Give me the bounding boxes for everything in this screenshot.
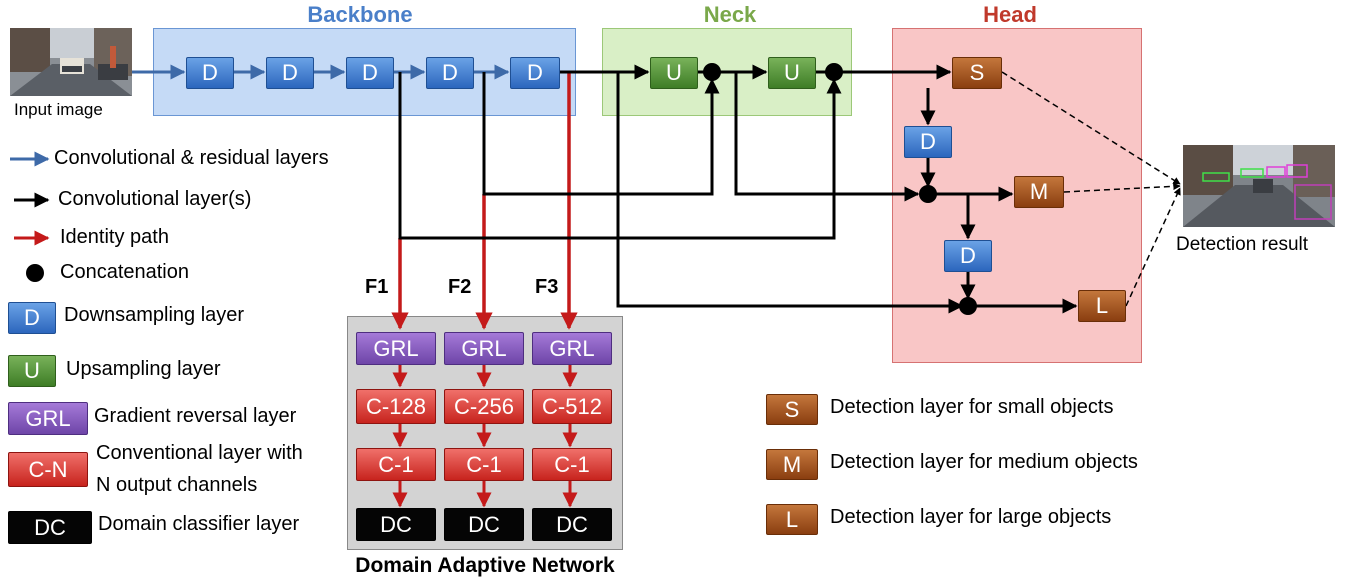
legend-cn-line2: N output channels	[96, 474, 258, 496]
backbone-downsample-4: D	[426, 57, 474, 89]
legend-grl-box: GRL	[8, 402, 88, 435]
dan-title: Domain Adaptive Network	[355, 554, 615, 577]
legend-cn-line1: Conventional layer with	[96, 442, 303, 464]
legend-large-box: L	[766, 504, 818, 535]
grl-3: GRL	[532, 332, 612, 365]
backbone-title: Backbone	[307, 2, 413, 27]
legend-concat: Concatenation	[60, 261, 189, 283]
legend-small-box: S	[766, 394, 818, 425]
backbone-downsample-2: D	[266, 57, 314, 89]
legend-down-box: D	[8, 302, 56, 334]
head-title: Head	[983, 2, 1037, 27]
detection-result-image	[1183, 145, 1335, 227]
head-small-detector: S	[952, 57, 1002, 89]
domain-classifier-2: DC	[444, 508, 524, 541]
input-image-caption: Input image	[14, 100, 103, 119]
legend-dc-box: DC	[8, 511, 92, 544]
grl-2: GRL	[444, 332, 524, 365]
legend-down: Downsampling layer	[64, 304, 245, 326]
legend-small: Detection layer for small objects	[830, 396, 1114, 418]
legend-grl: Gradient reversal layer	[94, 405, 297, 427]
detection-result-caption: Detection result	[1176, 234, 1309, 255]
conv-c1-2: C-1	[444, 448, 524, 481]
conv-c256: C-256	[444, 389, 524, 424]
backbone-downsample-5: D	[510, 57, 560, 89]
head-medium-detector: M	[1014, 176, 1064, 208]
feature-f2: F2	[448, 276, 472, 298]
domain-classifier-1: DC	[356, 508, 436, 541]
conv-c512: C-512	[532, 389, 612, 424]
grl-1: GRL	[356, 332, 436, 365]
legend-cn-box: C-N	[8, 452, 88, 487]
legend-large: Detection layer for large objects	[830, 506, 1112, 528]
neck-upsample-1: U	[650, 57, 698, 89]
neck-title: Neck	[703, 2, 757, 27]
head-downsample-2: D	[944, 240, 992, 272]
legend-dc: Domain classifier layer	[98, 513, 300, 535]
legend-identity: Identity path	[60, 226, 169, 248]
legend-medium: Detection layer for medium objects	[830, 451, 1138, 473]
head-large-detector: L	[1078, 290, 1126, 322]
conv-c1-3: C-1	[532, 448, 612, 481]
input-image	[10, 28, 132, 96]
backbone-downsample-1: D	[186, 57, 234, 89]
conv-c128: C-128	[356, 389, 436, 424]
head-downsample-1: D	[904, 126, 952, 158]
domain-classifier-3: DC	[532, 508, 612, 541]
conv-c1-1: C-1	[356, 448, 436, 481]
legend-medium-box: M	[766, 449, 818, 480]
backbone-downsample-3: D	[346, 57, 394, 89]
legend-up: Upsampling layer	[66, 358, 221, 380]
legend-conv-res: Convolutional & residual layers	[54, 147, 329, 169]
feature-f1: F1	[365, 276, 389, 298]
neck-upsample-2: U	[768, 57, 816, 89]
legend-conv: Convolutional layer(s)	[58, 188, 252, 210]
feature-f3: F3	[535, 276, 559, 298]
legend-up-box: U	[8, 355, 56, 387]
